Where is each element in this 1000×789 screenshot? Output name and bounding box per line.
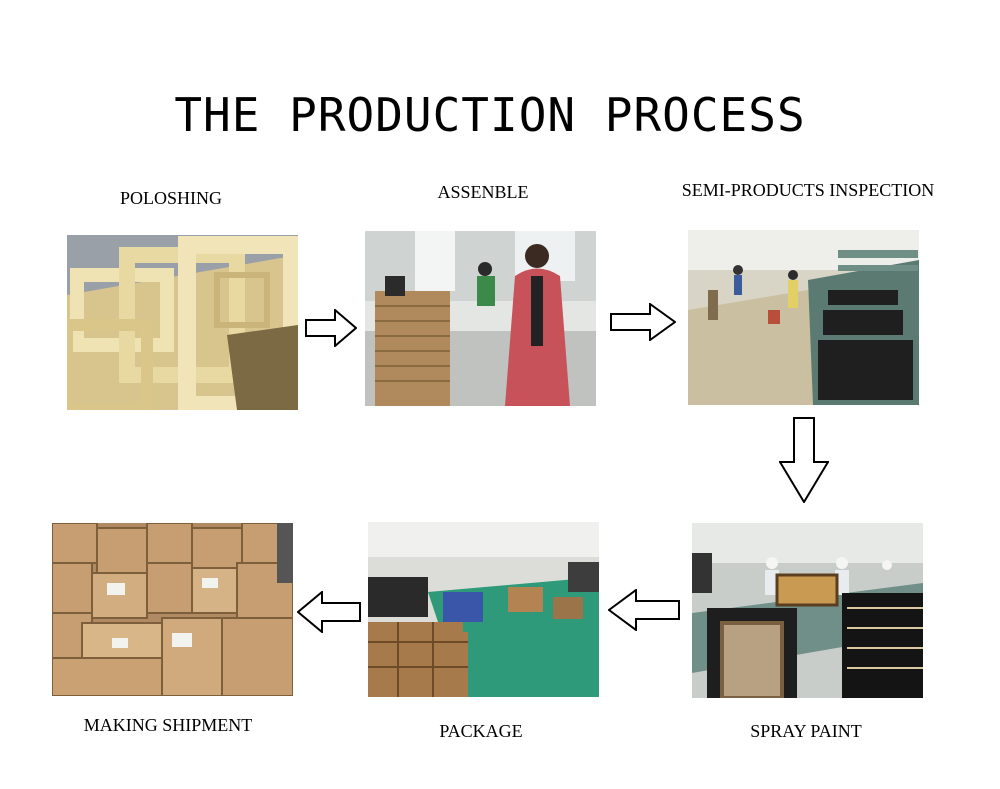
inspection-line-photo (688, 230, 919, 405)
arrow-right-icon (305, 309, 357, 347)
arrow-down-icon (779, 417, 829, 503)
step-label-polishing: POLOSHING (119, 188, 223, 208)
arrow-left-icon (297, 591, 361, 633)
arrow-left-icon (608, 589, 680, 631)
step-label-assemble: ASSENBLE (437, 182, 529, 202)
wooden-frames-photo (67, 235, 298, 410)
step-label-package: PACKAGE (439, 721, 523, 741)
spray-paint-workshop-photo (692, 523, 923, 698)
arrow-right-icon (610, 303, 676, 341)
step-label-shipment: MAKING SHIPMENT (83, 715, 253, 735)
step-label-inspection: SEMI-PRODUCTS INSPECTION (681, 180, 935, 200)
step-label-spray-paint: SPRAY PAINT (750, 721, 862, 741)
packaging-warehouse-photo (368, 522, 599, 697)
assembly-workers-photo (365, 231, 596, 406)
page-title: THE PRODUCTION PROCESS (174, 88, 806, 142)
cardboard-boxes-photo (52, 523, 293, 696)
